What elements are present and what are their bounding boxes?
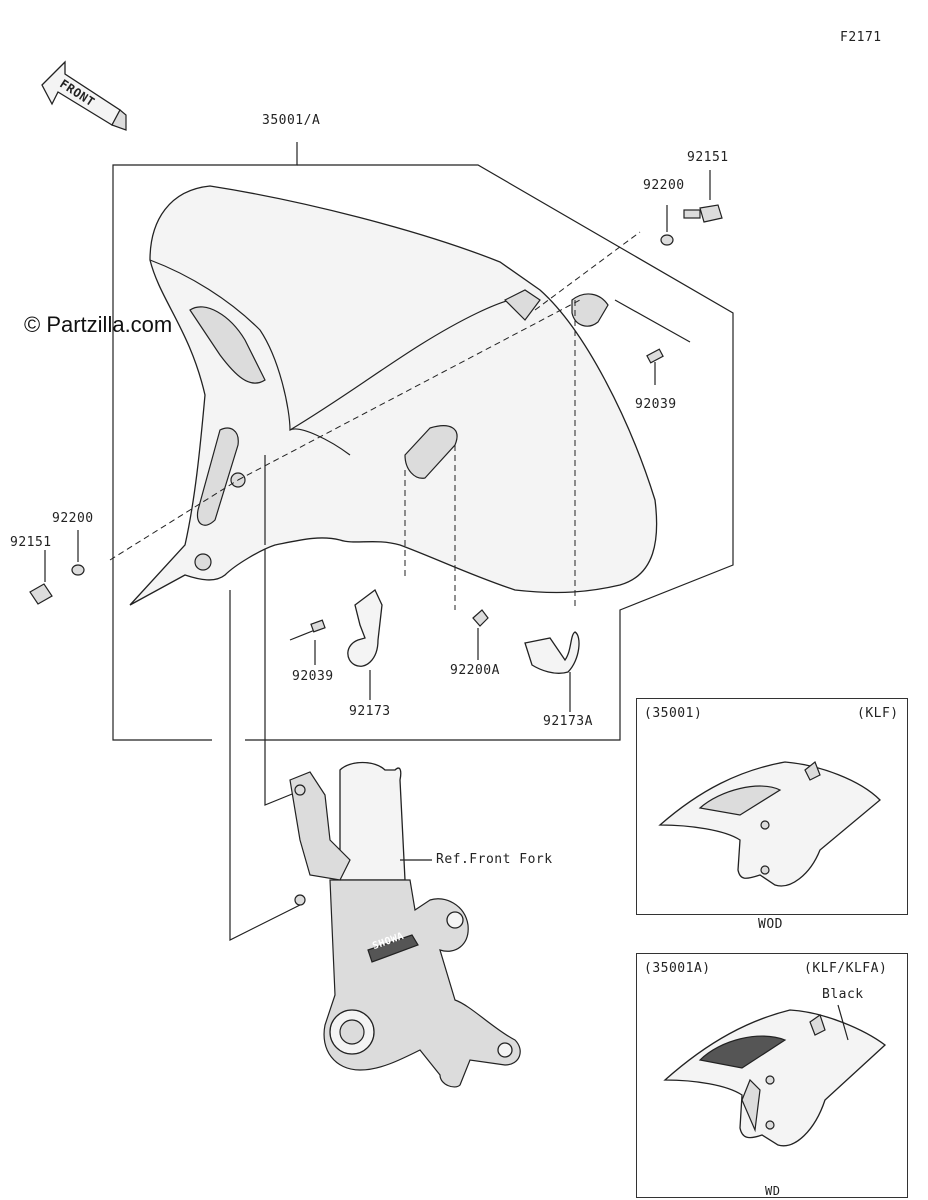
inset-fender-wd bbox=[663, 1004, 887, 1147]
inset-wod-variant: (KLF) bbox=[857, 706, 899, 721]
frame-35001A bbox=[112, 142, 298, 741]
rivet-92039-right-icon bbox=[614, 299, 691, 364]
inset-wd-caption: WD bbox=[765, 1184, 781, 1198]
rivet-92039-left-icon bbox=[289, 619, 326, 641]
clip-92200A-icon bbox=[472, 609, 489, 627]
watermark: © Partzilla.com bbox=[24, 312, 173, 337]
bolt-92151-left-icon bbox=[29, 583, 53, 605]
inset-wod-caption: WOD bbox=[758, 917, 783, 932]
inset-wod-part: (35001) bbox=[644, 706, 703, 721]
diagram-code: F2171 bbox=[840, 30, 882, 45]
callout-92151-left: 92151 bbox=[10, 535, 52, 550]
front-fork bbox=[289, 761, 521, 1088]
inset-fender-wod bbox=[658, 761, 881, 887]
bolt-92151-top-icon bbox=[683, 204, 723, 223]
front-arrow-icon bbox=[41, 60, 127, 131]
callout-92173A: 92173A bbox=[543, 714, 593, 729]
callout-92039-right: 92039 bbox=[635, 397, 677, 412]
washer-92200-top-icon bbox=[660, 234, 674, 246]
callout-92039-left: 92039 bbox=[292, 669, 334, 684]
callout-92173: 92173 bbox=[349, 704, 391, 719]
clamp-92173-icon bbox=[347, 588, 383, 667]
inset-wd-note: Black bbox=[822, 987, 864, 1002]
callout-92151-top: 92151 bbox=[687, 150, 729, 165]
callout-92200-top: 92200 bbox=[643, 178, 685, 193]
callout-92200A: 92200A bbox=[450, 663, 500, 678]
inset-box-wod bbox=[636, 698, 908, 915]
inset-wd-part: (35001A) bbox=[644, 961, 711, 976]
callout-35001A: 35001/A bbox=[262, 113, 321, 128]
callout-ref-front-fork: Ref.Front Fork bbox=[436, 852, 553, 867]
washer-92200-left-icon bbox=[71, 564, 85, 576]
inset-box-wd bbox=[636, 953, 908, 1198]
inset-wd-variant: (KLF/KLFA) bbox=[804, 961, 888, 976]
clamp-92173A-icon bbox=[524, 631, 580, 674]
callout-92200-left: 92200 bbox=[52, 511, 94, 526]
front-fender bbox=[129, 185, 658, 606]
